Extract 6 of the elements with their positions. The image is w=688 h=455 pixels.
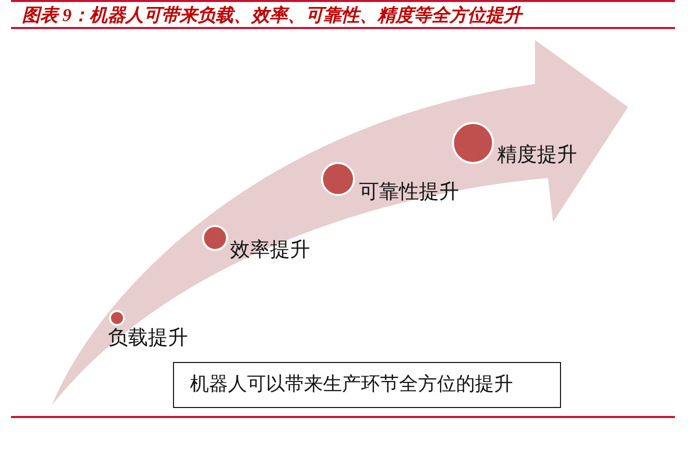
text-box: 机器人可以带来生产环节全方位的提升	[173, 362, 561, 408]
milestone-label: 精度提升	[497, 143, 577, 167]
milestone-label: 负载提升	[108, 326, 188, 350]
milestone-label: 效率提升	[230, 238, 310, 262]
title: 图表 9：机器人可带来负载、效率、可靠性、精度等全方位提升	[22, 4, 522, 26]
milestone-label: 可靠性提升	[359, 180, 459, 204]
